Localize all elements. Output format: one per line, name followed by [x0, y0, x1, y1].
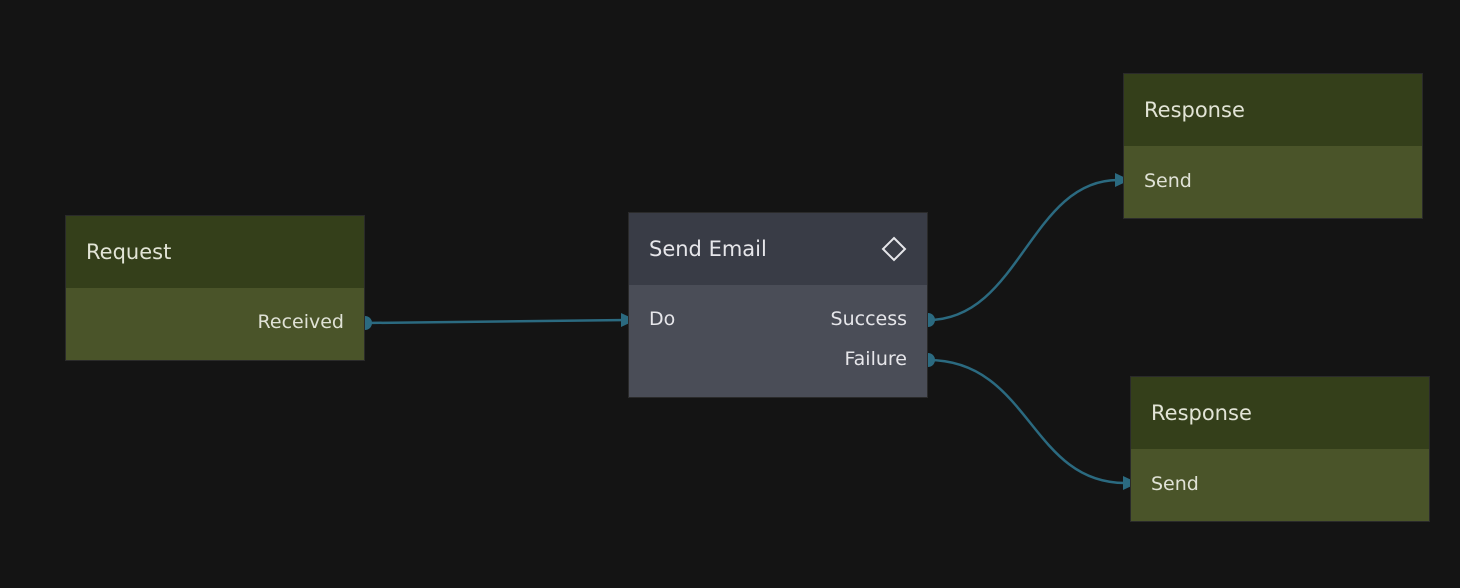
- node-title: Send Email: [649, 237, 767, 261]
- edge-received-to-do[interactable]: [364, 318, 629, 325]
- node-title: Response: [1151, 401, 1252, 425]
- node-response-1[interactable]: Response Send: [1123, 73, 1423, 219]
- node-header[interactable]: Response: [1124, 74, 1422, 146]
- node-response-2[interactable]: Response Send: [1130, 376, 1430, 522]
- input-pin-send-1[interactable]: [1115, 173, 1130, 187]
- node-title: Response: [1144, 98, 1245, 122]
- input-label-send: Send: [1151, 473, 1199, 495]
- node-header[interactable]: Request: [66, 216, 364, 288]
- input-label-do: Do: [649, 308, 676, 330]
- node-title: Request: [86, 240, 172, 264]
- output-label-success: Success: [830, 308, 907, 330]
- node-header[interactable]: Response: [1131, 377, 1429, 449]
- output-label-received: Received: [257, 311, 344, 333]
- node-header[interactable]: Send Email: [629, 213, 927, 285]
- edge-failure-to-send[interactable]: [927, 358, 1126, 485]
- node-request[interactable]: Request Received: [65, 215, 365, 361]
- output-label-failure: Failure: [844, 348, 907, 370]
- diamond-icon[interactable]: [881, 236, 907, 262]
- input-label-send: Send: [1144, 170, 1192, 192]
- edge-success-to-send[interactable]: [927, 178, 1119, 322]
- node-send-email[interactable]: Send Email Do Success Failure: [628, 212, 928, 398]
